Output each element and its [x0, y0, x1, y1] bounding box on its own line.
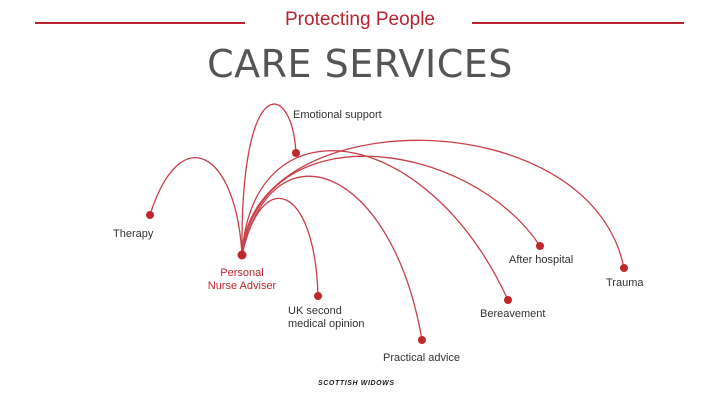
label-personal-nurse-adviser: Personal Nurse Adviser [207, 267, 277, 292]
scottish-widows-logo: SCOTTISH WIDOWS [318, 380, 404, 394]
label-bereavement: Bereavement [480, 308, 546, 320]
arc-therapy [149, 157, 243, 256]
node-therapy [146, 211, 154, 219]
arc-after-hospital [241, 155, 541, 256]
label-practical-advice: Practical advice [383, 352, 461, 364]
header-rule-left [35, 22, 245, 24]
arc-bereavement [241, 150, 509, 301]
logo-text: SCOTTISH WIDOWS [318, 380, 395, 387]
node-after-hospital [536, 242, 544, 250]
label-trauma: Trauma [606, 277, 644, 289]
node-center [237, 250, 247, 260]
header-rule-right [472, 22, 684, 24]
arc-trauma [241, 139, 625, 269]
page-subtitle: Protecting People [285, 9, 435, 30]
label-emotional-support: Emotional support [293, 109, 382, 121]
label-after-hospital: After hospital [509, 254, 574, 266]
node-bereavement [504, 296, 512, 304]
node-emotional-support [292, 149, 300, 157]
label-uk-second-medical-opinion: UK second medical opinion [288, 305, 365, 330]
page-title: CARE SERVICES [207, 42, 513, 86]
node-practical-advice [418, 336, 426, 344]
arc-emotional-support [241, 103, 297, 256]
label-therapy: Therapy [113, 228, 154, 240]
node-uk-second-medical-opinion [314, 292, 322, 300]
node-trauma [620, 264, 628, 272]
arc-practical-advice [241, 175, 423, 341]
